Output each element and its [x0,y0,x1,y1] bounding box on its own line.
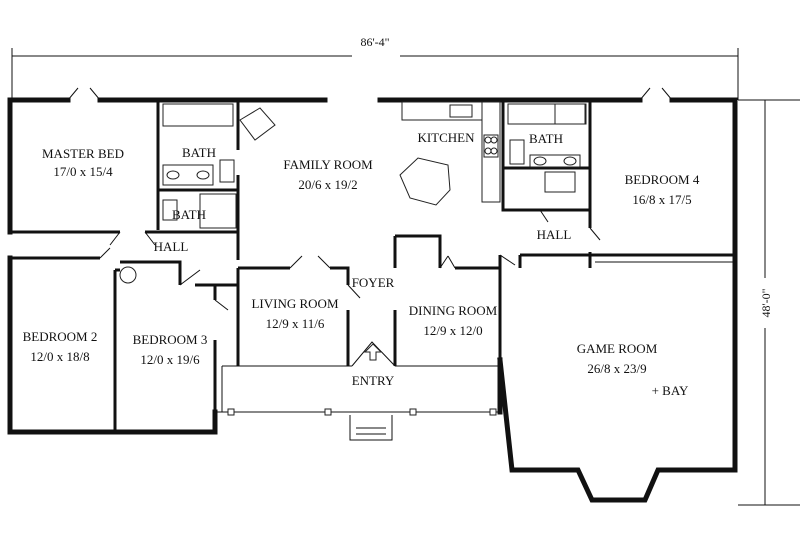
bedroom-3-size: 12/0 x 19/6 [140,352,200,367]
family-room-name: FAMILY ROOM [283,157,373,172]
entry-label: ENTRY [352,373,395,388]
overall-depth-label: 48'-0" [759,288,773,317]
kitchen-label: KITCHEN [417,130,475,145]
bath-right-label: BATH [529,131,563,146]
master-bed-size: 17/0 x 15/4 [53,164,113,179]
game-room-name: GAME ROOM [577,341,658,356]
interior-walls [10,100,735,432]
bath-hall-label: BATH [172,207,206,222]
width-dimension-line [11,48,739,100]
bedroom-4-name: BEDROOM 4 [625,172,700,187]
foyer-label: FOYER [352,275,395,290]
living-room-name: LIVING ROOM [251,296,338,311]
overall-width-label: 86'-4" [360,35,389,49]
door-swings [67,87,673,367]
hall-left-label: HALL [154,239,189,254]
exterior-walls [7,97,738,503]
bath-fixtures [119,103,587,284]
game-room-bay-note: + BAY [652,383,689,398]
depth-dimension-line [738,99,800,506]
bedroom-2-name: BEDROOM 2 [23,329,98,344]
bath-master-label: BATH [182,145,216,160]
living-room-size: 12/9 x 11/6 [266,316,325,331]
entry-porch [215,365,500,441]
dining-room-size: 12/9 x 12/0 [423,323,482,338]
entry-arrow-icon [363,343,383,361]
hall-right-label: HALL [537,227,572,242]
game-room-size: 26/8 x 23/9 [587,361,646,376]
bedroom-4-size: 16/8 x 17/5 [632,192,691,207]
master-bed-name: MASTER BED [42,146,124,161]
bedroom-3-name: BEDROOM 3 [133,332,208,347]
kitchen-counters [399,101,501,206]
bedroom-2-size: 12/0 x 18/8 [30,349,89,364]
family-room-size: 20/6 x 19/2 [298,177,357,192]
kitchen-island [399,157,451,206]
dining-room-name: DINING ROOM [409,303,498,318]
